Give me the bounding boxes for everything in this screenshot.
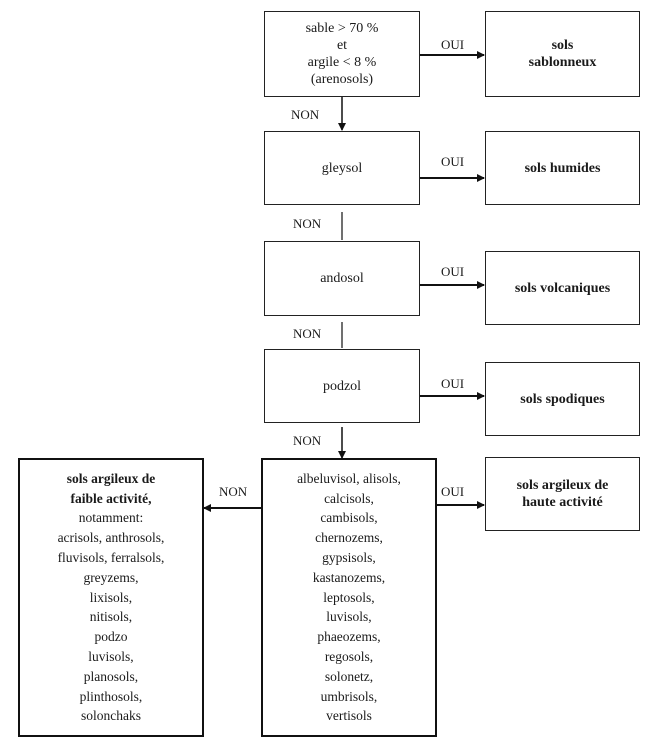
label-non-5: NON bbox=[219, 484, 248, 499]
result-box-3: sols volcaniques bbox=[485, 251, 640, 325]
label-oui-2: OUI bbox=[441, 154, 465, 169]
center-item: regosols, bbox=[324, 648, 374, 664]
left-item: plinthosols, bbox=[79, 688, 143, 704]
decision-2-label: gleysol bbox=[321, 160, 363, 176]
center-item: phaeozems, bbox=[317, 629, 381, 645]
left-item: notamment: bbox=[78, 510, 144, 526]
left-item: solonchaks bbox=[81, 708, 141, 724]
result-1-line-2: sablonneux bbox=[528, 55, 597, 70]
left-item: greyzems, bbox=[83, 569, 139, 585]
left-item: acrisols, anthrosols, bbox=[57, 530, 165, 546]
center-item: leptosols, bbox=[323, 589, 375, 605]
center-item: chernozems, bbox=[315, 530, 383, 546]
center-item: vertisols bbox=[326, 708, 372, 724]
center-item: gypsisols, bbox=[322, 550, 376, 565]
result-box-1: sols sablonneux bbox=[485, 11, 640, 97]
label-oui-4: OUI bbox=[441, 376, 465, 391]
center-item: luvisols, bbox=[326, 609, 372, 625]
left-item: podzo bbox=[94, 629, 128, 645]
decision-1-line-1: sable > 70 % bbox=[305, 21, 379, 36]
left-title-line-2: faible activité, bbox=[70, 490, 152, 506]
result-1-line-1: sols bbox=[551, 38, 574, 53]
label-oui-5: OUI bbox=[441, 484, 465, 499]
center-item: cambisols, bbox=[320, 510, 378, 526]
decision-box-2: gleysol bbox=[264, 131, 420, 205]
result-3-label: sols volcaniques bbox=[514, 280, 611, 296]
result-5-line-2: haute activité bbox=[522, 495, 603, 510]
center-item: solonetz, bbox=[324, 668, 374, 684]
decision-3-label: andosol bbox=[320, 271, 364, 286]
decision-1-line-4: (arenosols) bbox=[310, 72, 374, 87]
result-5-line-1: sols argileux de bbox=[516, 478, 609, 493]
decision-box-4: podzol bbox=[264, 349, 420, 423]
left-item: fluvisols, ferralsols, bbox=[57, 550, 165, 565]
center-item: albeluvisol, alisols, bbox=[297, 470, 401, 486]
result-2-label: sols humides bbox=[524, 160, 601, 176]
left-item: lixisols, bbox=[89, 589, 133, 605]
label-non-4: NON bbox=[293, 433, 322, 448]
label-oui-1: OUI bbox=[441, 37, 465, 52]
result-box-2: sols humides bbox=[485, 131, 640, 205]
final-center-box: albeluvisol, alisols, calcisols, cambiso… bbox=[261, 458, 437, 737]
center-item: kastanozems, bbox=[312, 569, 386, 585]
label-oui-3: OUI bbox=[441, 264, 465, 279]
left-title-line-1: sols argileux de bbox=[66, 470, 156, 486]
result-box-4: sols spodiques bbox=[485, 362, 640, 436]
decision-box-3: andosol bbox=[264, 241, 420, 316]
left-item: nitisols, bbox=[89, 609, 133, 625]
result-4-label: sols spodiques bbox=[520, 391, 605, 407]
decision-1-line-3: argile < 8 % bbox=[307, 55, 377, 70]
final-left-box: sols argileux de faible activité, notamm… bbox=[18, 458, 204, 737]
center-item: calcisols, bbox=[324, 490, 374, 506]
left-item: luvisols, bbox=[88, 648, 134, 664]
label-non-1: NON bbox=[291, 107, 320, 122]
result-box-5: sols argileux de haute activité bbox=[485, 457, 640, 531]
decision-box-1: sable > 70 % et argile < 8 % (arenosols) bbox=[264, 11, 420, 97]
decision-4-label: podzol bbox=[322, 378, 362, 394]
decision-1-line-2: et bbox=[336, 38, 348, 53]
center-item: umbrisols, bbox=[320, 688, 378, 704]
left-item: planosols, bbox=[83, 668, 139, 684]
label-non-2: NON bbox=[293, 216, 322, 231]
label-non-3: NON bbox=[293, 326, 322, 341]
